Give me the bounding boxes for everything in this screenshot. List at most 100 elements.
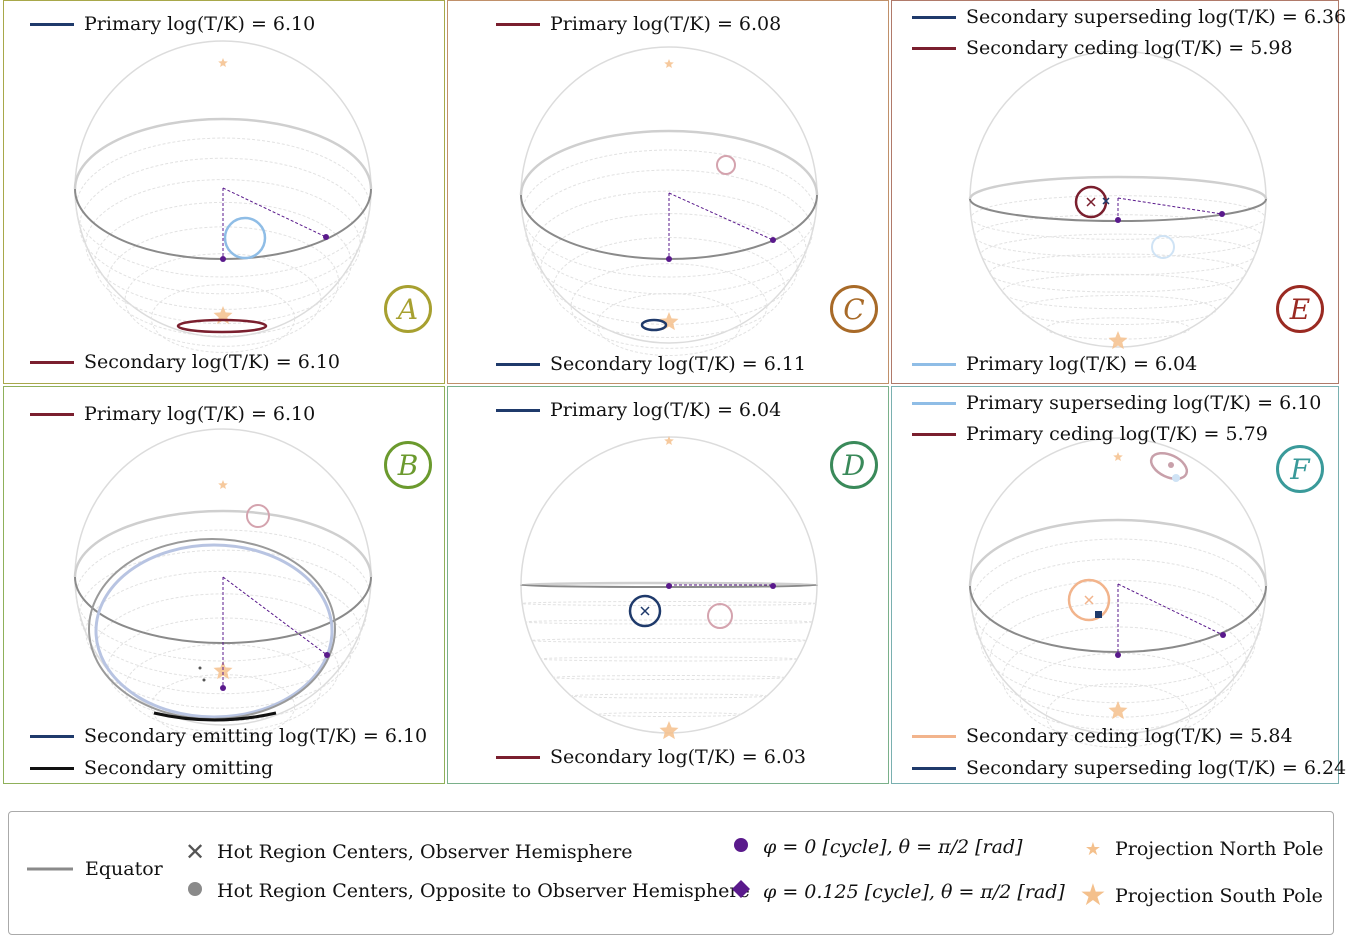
primary-ceding-center: [1168, 462, 1174, 468]
latitude-line: [1045, 317, 1191, 340]
latitude-line: [1001, 273, 1235, 310]
legend-label: Primary log(T/K) = 6.04: [966, 353, 1198, 375]
hot-region-center-x: [1102, 197, 1110, 205]
legend-item-secondary-ceding: Secondary ceding log(T/K) = 5.84: [912, 725, 1293, 747]
axis-line: [1117, 583, 1224, 636]
primary-hot-region: [223, 216, 267, 260]
legend-phi-0: φ = 0 [cycle], θ = π/2 [rad]: [725, 836, 1023, 858]
latitude-line: [521, 149, 817, 278]
legend-label: Hot Region Centers, Observer Hemisphere: [217, 841, 633, 863]
south-pole-star: [213, 306, 233, 325]
hot-region-center-x: [1084, 595, 1094, 605]
legend-swatch: [912, 15, 956, 19]
secondary-emitting-region: [94, 543, 334, 719]
latitude-line: [94, 593, 352, 709]
panel-letter: B: [397, 448, 419, 482]
panel-letter: E: [1289, 292, 1311, 326]
phi-0-dot: [1115, 652, 1121, 658]
legend-swatch: [30, 766, 74, 770]
legend-item-secondary-ceding: Secondary ceding log(T/K) = 5.98: [912, 37, 1293, 59]
legend-label: Hot Region Centers, Opposite to Observer…: [217, 880, 750, 902]
secondary-hot-region: [176, 318, 268, 334]
panel-f: Primary superseding log(T/K) = 6.10 Prim…: [891, 386, 1346, 784]
latitude-line: [531, 638, 807, 643]
secondary-ceding-region: [1067, 578, 1111, 622]
legend-phi-0125: φ = 0.125 [cycle], θ = π/2 [rad]: [725, 880, 1065, 903]
legend-item-primary: Primary log(T/K) = 6.10: [30, 403, 315, 425]
legend-item-secondary: Secondary log(T/K) = 6.11: [496, 353, 806, 375]
hot-region-center-x: [640, 606, 650, 616]
latitude-line: [1045, 683, 1191, 748]
panel-b: Primary log(T/K) = 6.10 Secondary emitti…: [3, 386, 445, 784]
latitude-line: [596, 293, 742, 356]
north-pole-star: [218, 58, 228, 67]
latitude-line: [525, 169, 813, 295]
latitude-line: [552, 675, 786, 680]
secondary-hot-region: [707, 603, 733, 629]
purple-diamond-icon: [725, 880, 757, 903]
legend-swatch: [496, 362, 540, 366]
panel-letter-badge: C: [830, 285, 878, 333]
legend-label: Primary superseding log(T/K) = 6.10: [966, 392, 1322, 414]
panel-letter: F: [1290, 452, 1310, 486]
legend-south-pole: ★ Projection South Pole: [1077, 878, 1323, 913]
large-star-icon: ★: [1079, 878, 1107, 913]
x-stroke: [1084, 595, 1094, 605]
sphere-diagram-d: [519, 436, 819, 740]
legend-swatch: [496, 22, 540, 26]
axis-line: [668, 192, 774, 241]
legend-item-secondary: Secondary log(T/K) = 6.03: [496, 746, 806, 768]
hot-region-center-dot: [198, 666, 202, 670]
south-pole-star: [1108, 331, 1128, 350]
secondary-hot-region: [640, 318, 668, 332]
x-marker-icon: ✕: [184, 838, 206, 866]
legend-label: Secondary log(T/K) = 6.03: [550, 746, 806, 768]
axis-line: [1117, 197, 1223, 215]
latitude-line: [150, 284, 296, 353]
panel-letter: D: [842, 448, 866, 482]
legend-label: Secondary emitting log(T/K) = 6.10: [84, 725, 428, 747]
legend-label: Primary log(T/K) = 6.08: [550, 13, 782, 35]
legend-label: Primary log(T/K) = 6.10: [84, 403, 316, 425]
legend-swatch: [30, 734, 74, 738]
latitude-line: [106, 226, 340, 337]
legend-item-primary-superseding: Primary superseding log(T/K) = 6.10: [912, 392, 1321, 414]
legend-label: Equator: [85, 858, 163, 880]
phi-0-dot: [220, 256, 226, 262]
latitude-line: [79, 549, 367, 679]
legend-swatch: [30, 360, 74, 364]
phi-0125-dot: [770, 237, 776, 243]
axis-line: [222, 576, 328, 656]
legend-label: Secondary log(T/K) = 6.10: [84, 351, 340, 373]
secondary-superseding-region: [1095, 611, 1102, 618]
primary-hot-region: [246, 504, 270, 528]
x-stroke: [640, 606, 650, 616]
legend-swatch: [912, 46, 956, 50]
legend-swatch: [30, 412, 74, 416]
legend-item-primary: Primary log(T/K) = 6.08: [496, 13, 781, 35]
latitude-line: [989, 253, 1247, 293]
legend-label: Secondary omitting: [84, 757, 274, 779]
phi-0125-dot: [324, 652, 330, 658]
north-pole-star: [664, 436, 674, 445]
secondary-omitting-arc: [153, 711, 277, 722]
equator-back: [73, 117, 373, 190]
latitude-line: [521, 601, 817, 606]
equator-back: [968, 175, 1268, 200]
hot-region-center-dot: [202, 678, 206, 682]
equator-back: [73, 509, 373, 578]
phi-0-dot: [1115, 217, 1121, 223]
legend-label: Projection North Pole: [1115, 838, 1324, 860]
sphere-diagram-e: [968, 50, 1268, 350]
legend-swatch: [912, 766, 956, 770]
primary-hot-region: [1151, 235, 1175, 259]
legend-swatch: [912, 734, 956, 738]
equator-line-icon: [27, 867, 73, 871]
latitude-line: [94, 201, 352, 325]
latitude-line: [570, 263, 768, 349]
legend-item-secondary-emitting: Secondary emitting log(T/K) = 6.10: [30, 725, 427, 747]
primary-hot-region: [716, 155, 736, 175]
panel-letter-badge: A: [384, 285, 432, 333]
legend-label: Secondary ceding log(T/K) = 5.84: [966, 725, 1293, 747]
panel-letter-badge: B: [384, 441, 432, 489]
